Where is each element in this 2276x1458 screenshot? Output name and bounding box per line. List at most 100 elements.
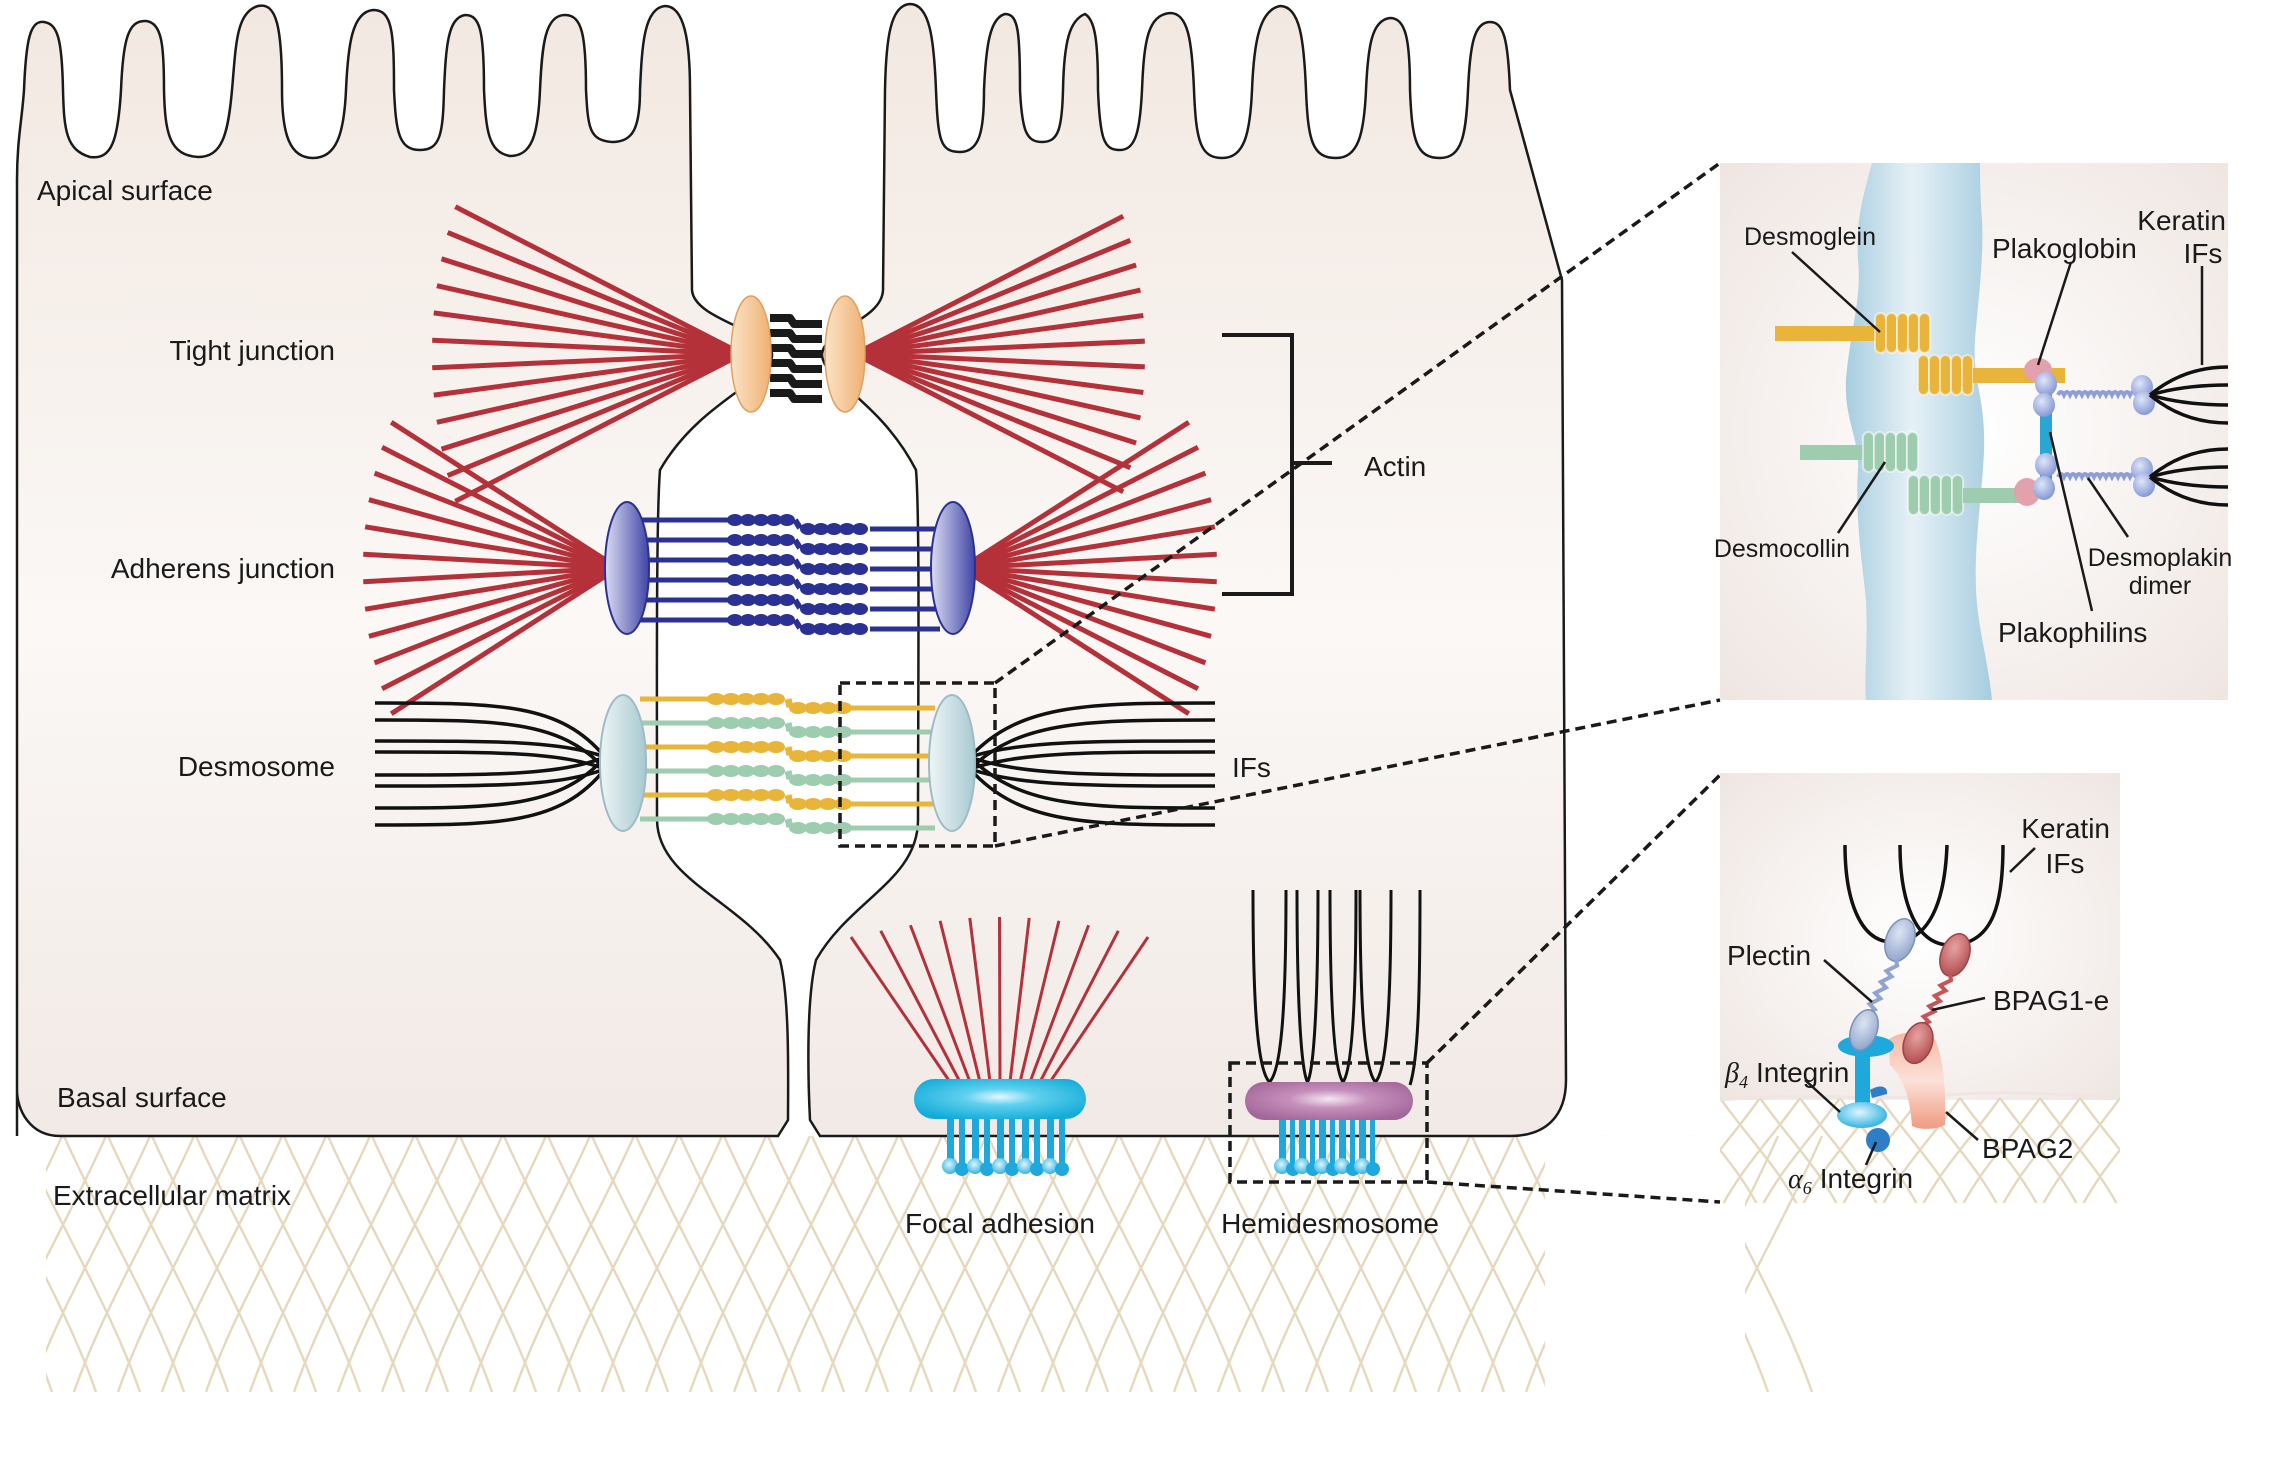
integrin-leg bbox=[997, 1118, 1004, 1168]
cadherin-domain bbox=[753, 514, 769, 526]
desmocollin-domain bbox=[1951, 474, 1964, 516]
ecm-fiber bbox=[2039, 1097, 2118, 1203]
actin-filament bbox=[373, 565, 619, 666]
ecm-fiber bbox=[1879, 1097, 1958, 1203]
cadherin-domain bbox=[804, 750, 822, 762]
cadherin-domain bbox=[839, 543, 855, 555]
desmoplakin-rod bbox=[2056, 472, 2138, 482]
label-adherens-junction: Adherens junction bbox=[111, 553, 335, 584]
adherens-plaque-right bbox=[930, 501, 976, 635]
inset-ecm-fibers bbox=[1720, 1097, 2120, 1203]
cadherin-domain bbox=[722, 693, 740, 705]
actin-filament bbox=[364, 565, 619, 612]
integrin-leg bbox=[1310, 1119, 1315, 1163]
actin-filament bbox=[440, 351, 743, 452]
desmoglein-domain bbox=[1939, 354, 1952, 396]
ecm-fiber bbox=[1762, 1097, 1841, 1203]
cadherin-domain bbox=[740, 614, 756, 626]
cadherin-domain bbox=[804, 702, 822, 714]
cadherin-domain bbox=[839, 623, 855, 635]
intermediate-filament bbox=[969, 739, 1216, 759]
label-keratin-ifs-upper-line2: IFs bbox=[2184, 238, 2223, 269]
ecm-fiber bbox=[1959, 1097, 2038, 1203]
actin-filament bbox=[854, 313, 1144, 357]
integrin-leg bbox=[1047, 1118, 1054, 1168]
cadherin-link bbox=[792, 578, 803, 590]
cadherin-domain bbox=[722, 813, 740, 825]
actin-filament bbox=[960, 565, 1191, 716]
ecm-fiber bbox=[292, 1135, 416, 1393]
cadherin-domain bbox=[819, 702, 837, 714]
cadherin-domain bbox=[766, 574, 782, 586]
cadherin-domain bbox=[722, 717, 740, 729]
integrin-leg bbox=[1009, 1118, 1015, 1166]
desmosome-plaque-right bbox=[928, 694, 976, 832]
beta4-integrin-base bbox=[1837, 1102, 1887, 1128]
adherens-cadherin-strands bbox=[640, 514, 940, 635]
cadherin-domain bbox=[752, 765, 770, 777]
desmoplakin-head bbox=[2035, 372, 2057, 396]
cadherin-domain bbox=[813, 543, 829, 555]
tight-junction-plaque-right bbox=[824, 295, 866, 413]
desmoplakin-tail bbox=[2133, 473, 2155, 497]
cadherin-domain bbox=[767, 717, 785, 729]
actin-bracket bbox=[1222, 333, 1332, 596]
cadherin-domain bbox=[752, 813, 770, 825]
focal-adhesion-actin bbox=[849, 916, 1150, 1083]
hemidesmosome-integrins bbox=[1274, 1119, 1380, 1176]
actin-filament bbox=[938, 920, 982, 1083]
label-desmoglein: Desmoglein bbox=[1744, 223, 1876, 251]
cadherin-domain bbox=[707, 717, 725, 729]
integrin-leg bbox=[1299, 1119, 1306, 1167]
cadherin-link bbox=[792, 618, 803, 630]
cadherin-domain bbox=[740, 514, 756, 526]
integrin-leg bbox=[1290, 1119, 1295, 1163]
actin-filament bbox=[908, 924, 972, 1083]
cadherin-domain bbox=[834, 702, 852, 714]
ecm-fiber bbox=[1348, 1135, 1472, 1393]
actin-filament bbox=[373, 470, 619, 571]
adherens-plaque-left bbox=[604, 501, 650, 635]
tight-junction-actin-right bbox=[853, 213, 1145, 495]
cadherin-domain bbox=[826, 623, 842, 635]
ecm-mask-left bbox=[0, 1136, 46, 1436]
focal-adhesion-integrins bbox=[942, 1118, 1069, 1176]
ecm-fiber bbox=[414, 1135, 538, 1393]
integrin-head bbox=[1334, 1158, 1350, 1174]
actin-filament bbox=[1018, 920, 1061, 1083]
actin-filament bbox=[1008, 917, 1031, 1083]
ecm-fiber bbox=[1392, 1135, 1516, 1393]
ecm-fiber bbox=[1084, 1135, 1208, 1393]
cadherin-domain bbox=[727, 574, 743, 586]
desmosome-detail-inset: Desmoglein Plakoglobin Keratin IFs Desmo… bbox=[1714, 163, 2232, 700]
actin-filament bbox=[961, 565, 1212, 639]
focal-adhesion-plaque bbox=[914, 1079, 1086, 1119]
desmoglein-domain bbox=[1950, 354, 1963, 396]
cadherin-domain bbox=[766, 534, 782, 546]
ecm-fiber bbox=[468, 1135, 592, 1393]
cadherin-domain bbox=[852, 523, 868, 535]
label-plakophilins: Plakophilins bbox=[1998, 617, 2147, 648]
ecm-fiber bbox=[1426, 1135, 1550, 1393]
actin-filament bbox=[879, 930, 962, 1083]
cadherin-domain bbox=[779, 514, 795, 526]
integrin-head bbox=[1017, 1158, 1033, 1174]
keratin-filament bbox=[2149, 383, 2229, 397]
cadherin-domain bbox=[752, 741, 770, 753]
ecm-fiber bbox=[0, 1135, 64, 1265]
cadherin-domain bbox=[740, 594, 756, 606]
desmoglein-domain bbox=[1907, 312, 1920, 354]
integrin-head bbox=[1354, 1158, 1370, 1174]
cadherin-domain bbox=[707, 693, 725, 705]
label-keratin-ifs-lower: Keratin bbox=[2021, 813, 2110, 844]
desmoplakin-rod bbox=[2056, 390, 2138, 400]
cadherin-domain bbox=[800, 623, 816, 635]
ecm-fiber bbox=[2082, 1148, 2120, 1203]
ecm-mask-bottom bbox=[0, 1392, 1700, 1458]
cadherin-domain bbox=[852, 603, 868, 615]
cadherin-domain bbox=[852, 543, 868, 555]
cadherin-domain bbox=[819, 750, 837, 762]
intermediate-filament bbox=[374, 755, 607, 810]
